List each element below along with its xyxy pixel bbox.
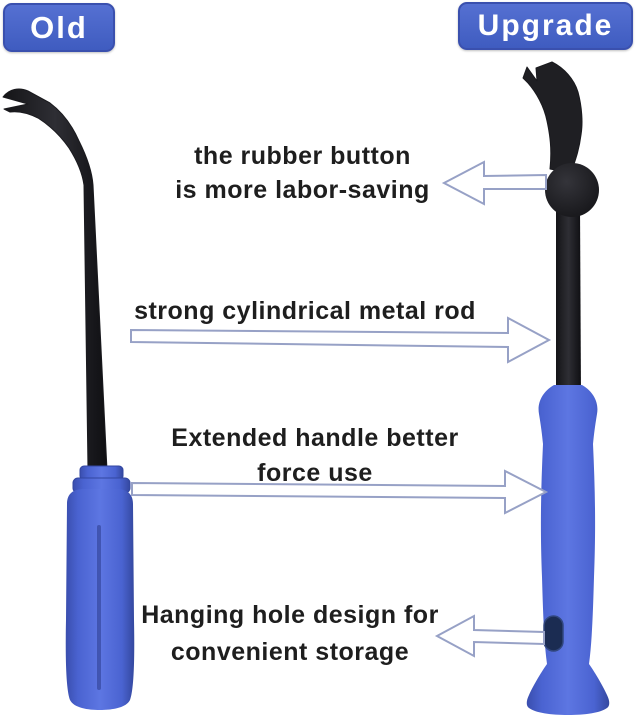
annotation-line: force use (257, 459, 373, 487)
upgrade-badge: Upgrade (458, 2, 633, 50)
old-handle-groove (97, 525, 101, 690)
hanging-hole (543, 615, 564, 652)
rubber-button (545, 163, 599, 217)
hanging-hole-annotation: Hanging hole design for convenient stora… (125, 597, 455, 671)
upgrade-tool-blade (522, 61, 583, 174)
upgrade-tool-image (522, 61, 610, 715)
upgrade-tool-rod (556, 203, 581, 397)
old-badge: Old (3, 3, 115, 52)
old-handle-collar (79, 465, 124, 481)
extended-handle-annotation: Extended handle better force use (155, 421, 475, 491)
annotation-line: convenient storage (170, 638, 410, 666)
annotation-line: Extended handle better (171, 424, 459, 452)
annotation-line: strong cylindrical metal rod (134, 297, 476, 325)
rubber-button-annotation: the rubber button is more labor-saving (140, 139, 465, 207)
old-handle-collar-band (72, 477, 131, 494)
annotation-line: Hanging hole design for (141, 601, 439, 629)
annotation-line: the rubber button (194, 142, 411, 170)
metal-rod-annotation: strong cylindrical metal rod (85, 297, 525, 326)
old-tool-blade-and-rod (2, 88, 108, 471)
old-handle-body (65, 489, 135, 710)
upgrade-handle-body (526, 385, 610, 715)
annotation-line: is more labor-saving (175, 176, 430, 204)
